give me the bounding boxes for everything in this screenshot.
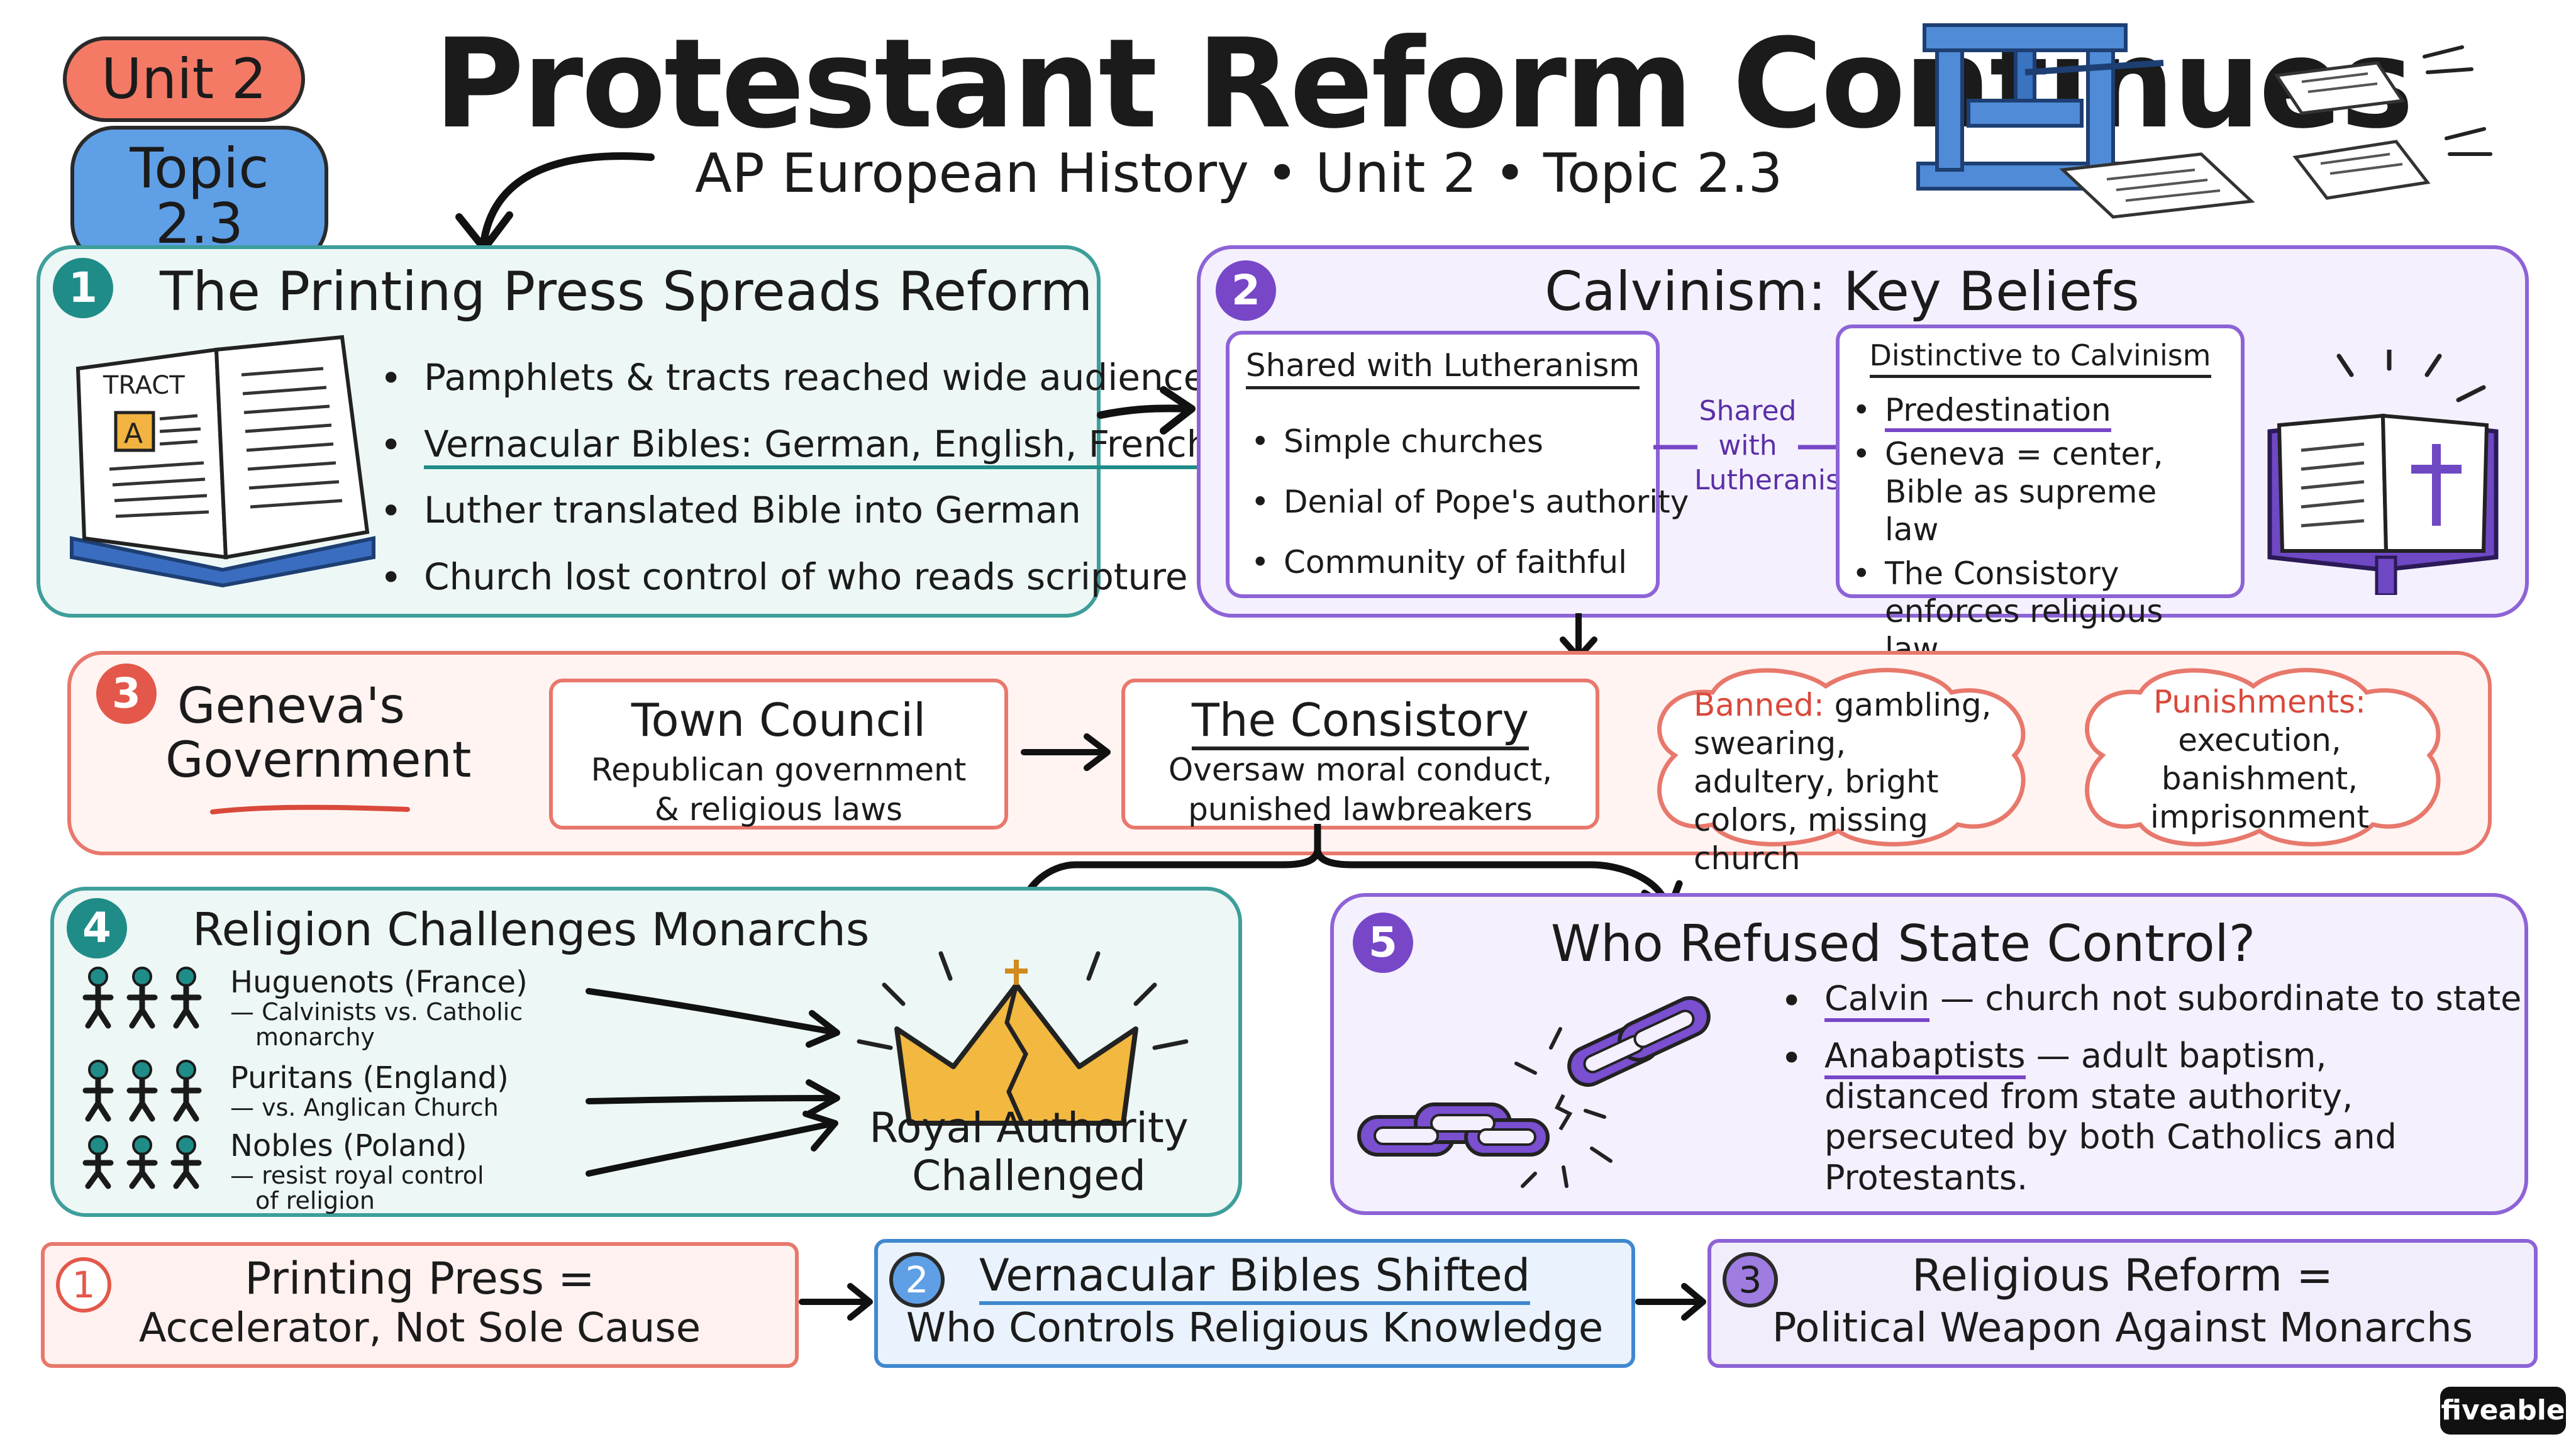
punishments-text: Punishments: execution, banishment, impr… xyxy=(2150,684,2369,835)
list-item: Denial of Pope's authority xyxy=(1248,483,1689,521)
broken-chain-icon xyxy=(1357,996,1711,1188)
group-puritans: Puritans (England) — vs. Anglican Church xyxy=(230,1060,509,1121)
list-item: Simple churches xyxy=(1248,423,1689,460)
bullet-list: Calvin — church not subordinate to state… xyxy=(1774,979,2521,1199)
section-printing-press: 1 The Printing Press Spreads Reform TRAC… xyxy=(36,245,1225,618)
arrow-right-icon xyxy=(1021,733,1111,771)
box-heading: Distinctive to Calvinism xyxy=(1840,338,2241,378)
people-icons xyxy=(82,967,202,1189)
brand-logo: fiveable xyxy=(2440,1387,2566,1435)
takeaway-line-2: Political Weapon Against Monarchs xyxy=(1772,1305,2473,1352)
open-book-icon: TRACT A xyxy=(70,335,375,588)
shared-beliefs-box: Shared with Lutheranism Simple churches … xyxy=(1226,331,1689,598)
book-label: TRACT xyxy=(103,371,185,400)
section-title: The Printing Press Spreads Reform xyxy=(160,260,1093,323)
list-item: Calvin — church not subordinate to state xyxy=(1774,979,2521,1024)
takeaway-3: 3 Religious Reform = Political Weapon Ag… xyxy=(1707,1239,2538,1368)
list-item: The Consistory enforces religious law xyxy=(1850,555,2221,668)
crown-caption: Royal Authority Challenged xyxy=(869,1104,1189,1200)
takeaway-number: 2 xyxy=(889,1252,945,1307)
takeaway-number: 1 xyxy=(56,1257,111,1313)
unit-badge: Unit 2 xyxy=(63,36,305,122)
arrows-to-crown xyxy=(586,988,840,1177)
section-title: Religion Challenges Monarchs xyxy=(192,903,870,956)
page-subtitle: AP European History • Unit 2 • Topic 2.3 xyxy=(695,142,1783,205)
section-geneva-government: 3 Geneva's Government Town Council Repub… xyxy=(67,651,2492,877)
box-heading: Shared with Lutheranism xyxy=(1230,347,1656,389)
box-title: Town Council xyxy=(631,694,926,747)
section-state-control: 5 Who Refused State Control? Calvin — ch… xyxy=(1330,893,2528,1215)
banned-cloud-shape xyxy=(1657,668,2026,847)
book-letter: A xyxy=(124,418,143,450)
arrow-right-icon xyxy=(1097,386,1196,435)
bullet-list: Simple churches Denial of Pope's authori… xyxy=(1248,423,1689,581)
connector-line xyxy=(1653,445,1842,450)
bible-icon xyxy=(2267,350,2499,595)
takeaway-number: 3 xyxy=(1723,1252,1778,1307)
broken-crown-icon xyxy=(857,951,1189,1126)
list-item: Church lost control of who reads scriptu… xyxy=(374,555,1225,601)
section-title: Geneva's Government xyxy=(165,678,472,789)
topic-badge: Topic 2.3 xyxy=(70,126,328,267)
section-title: Who Refused State Control? xyxy=(1551,914,2256,973)
takeaway-line-2: Who Controls Religious Knowledge xyxy=(906,1305,1604,1352)
section-calvinism: 2 Calvinism: Key Beliefs Shared with Lut… xyxy=(1197,245,2529,667)
section-number: 4 xyxy=(67,898,127,958)
box-body: Oversaw moral conduct, punished lawbreak… xyxy=(1168,752,1553,828)
connector-label: Shared with Lutheranism xyxy=(1694,395,1867,496)
list-item: Predestination xyxy=(1850,391,2221,432)
arrow-right-icon xyxy=(1635,1283,1706,1321)
takeaway-line-1: Vernacular Bibles Shifted xyxy=(878,1250,1631,1305)
printing-press-icon xyxy=(1916,23,2492,219)
town-council-box: Town Council Republican government & rel… xyxy=(549,679,1008,830)
box-title: The Consistory xyxy=(1125,694,1596,750)
takeaway-2: 2 Vernacular Bibles Shifted Who Controls… xyxy=(874,1239,1635,1368)
section-number: 1 xyxy=(53,258,113,318)
consistory-box: The Consistory Oversaw moral conduct, pu… xyxy=(1121,679,1599,830)
curved-arrow-icon xyxy=(455,152,655,252)
bullet-list: Pamphlets & tracts reached wide audience… xyxy=(374,356,1225,601)
bullet-list: Predestination Geneva = center, Bible as… xyxy=(1850,391,2221,668)
takeaway-1: 1 Printing Press = Accelerator, Not Sole… xyxy=(41,1242,799,1368)
arrow-right-icon xyxy=(799,1283,873,1321)
section-title: Calvinism: Key Beliefs xyxy=(1545,260,2140,323)
list-item: Community of faithful xyxy=(1248,543,1689,581)
section-number: 3 xyxy=(96,663,157,724)
list-item: Luther translated Bible into German xyxy=(374,489,1225,534)
section-number: 5 xyxy=(1353,913,1413,973)
list-item: Geneva = center, Bible as supreme law xyxy=(1850,435,2177,548)
title-underline xyxy=(210,804,410,814)
list-item: Pamphlets & tracts reached wide audience… xyxy=(374,356,1225,401)
group-huguenots: Huguenots (France) — Calvinists vs. Cath… xyxy=(230,965,528,1051)
list-item: Vernacular Bibles: German, English, Fren… xyxy=(374,422,1225,469)
takeaway-line-1: Religious Reform = xyxy=(1912,1250,2333,1301)
takeaway-line-2: Accelerator, Not Sole Cause xyxy=(138,1305,701,1352)
banned-text: Banned: gambling, swearing, adultery, br… xyxy=(1694,687,1992,877)
punishments-cloud-shape xyxy=(2085,668,2441,847)
box-body: Republican government & religious laws xyxy=(591,752,967,828)
group-nobles: Nobles (Poland) — resist royal control o… xyxy=(230,1128,484,1214)
section-number: 2 xyxy=(1216,260,1276,321)
takeaway-line-1: Printing Press = xyxy=(245,1253,595,1304)
section-monarchs: 4 Religion Challenges Monarchs Huguenots… xyxy=(50,887,1242,1217)
distinctive-beliefs-box: Distinctive to Calvinism Predestination … xyxy=(1836,325,2245,667)
list-item: Anabaptists — adult baptism, distanced f… xyxy=(1774,1035,2485,1199)
